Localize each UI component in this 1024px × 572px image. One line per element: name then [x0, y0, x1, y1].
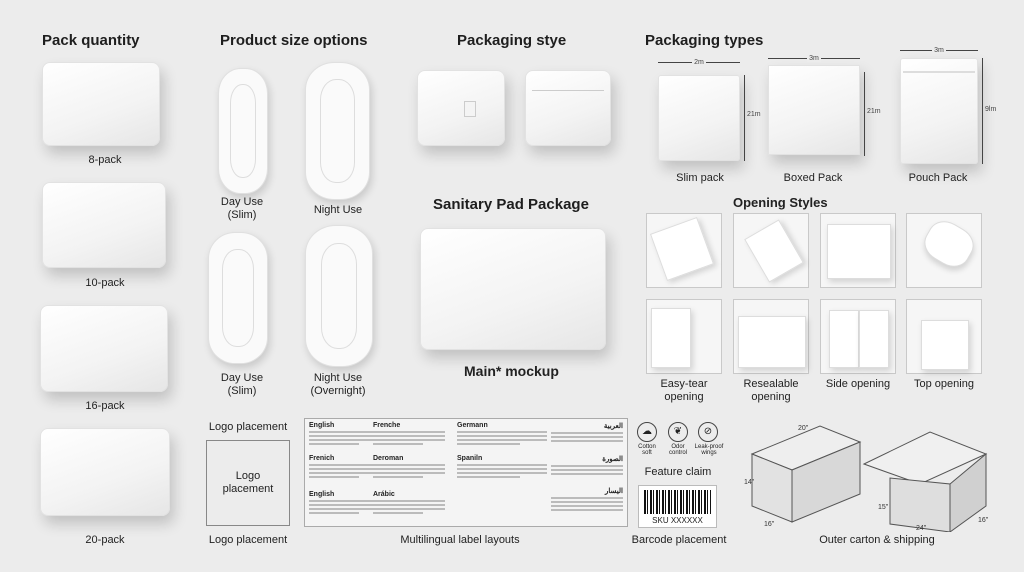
dim-label: 21m — [864, 72, 881, 156]
dim-label: 9lm — [982, 58, 996, 164]
opening-label: Side opening — [825, 378, 891, 390]
type-label: Slim pack — [676, 172, 724, 184]
dim-label: 14" — [744, 479, 755, 486]
dim-label: 16" — [978, 517, 989, 524]
pouch-pack — [900, 58, 978, 164]
type-label: Pouch Pack — [908, 172, 968, 184]
feature-label: Odor control — [668, 444, 687, 456]
logo-box-text: Logo placement — [222, 470, 274, 495]
feature-label: Cotton soft — [638, 444, 656, 456]
pad-day-slim-winged — [208, 232, 268, 364]
lang-heading: اليسار — [605, 488, 623, 495]
packaging-style-title: Packaging stye — [457, 32, 567, 49]
carton-illustrations: 20" 14" 16" 15" 24" 16" — [744, 425, 989, 532]
lang-heading: English — [309, 491, 335, 498]
logo-title: Logo placement — [208, 421, 288, 433]
logo-placement-box: Logo placement — [206, 440, 290, 526]
pack-16 — [40, 305, 168, 392]
opening-label: Easy-tear opening — [660, 378, 708, 403]
pack-10 — [42, 182, 166, 268]
feature-caption: Feature claim — [644, 466, 712, 478]
slim-pack — [658, 75, 740, 161]
pad-label: Day Use (Slim) — [220, 372, 264, 397]
opening-label: Top opening — [914, 378, 974, 390]
lang-heading: Frenche — [373, 422, 401, 429]
barcode-bars — [644, 490, 711, 514]
lang-heading: Spaniln — [457, 455, 483, 462]
dim-label: 3m — [932, 47, 946, 54]
pad-label: Night Use (Overnight) — [310, 372, 366, 397]
opening-tile — [646, 299, 722, 374]
sku-text: SKU XXXXXX — [652, 516, 703, 525]
multilingual-label: English Frenche Germann Frenich Deroman … — [304, 418, 628, 527]
pad-label: Night Use — [313, 204, 363, 216]
leak-proof-icon: ⊘ — [698, 422, 718, 442]
pack-label: 16-pack — [85, 400, 125, 412]
product-size-title: Product size options — [220, 32, 368, 49]
opening-tile — [733, 213, 809, 288]
pack-label: 10-pack — [85, 277, 125, 289]
dim-label: 16" — [764, 521, 775, 528]
lang-heading: English — [309, 422, 335, 429]
main-title: Sanitary Pad Package — [433, 196, 589, 213]
odor-control-icon: ❦ — [668, 422, 688, 442]
carton-caption: Outer carton & shipping — [819, 534, 935, 546]
lang-heading: Germann — [457, 422, 488, 429]
pack-20 — [40, 428, 170, 516]
opening-styles-title: Opening Styles — [733, 195, 828, 210]
wrapped-pack — [417, 70, 505, 146]
opening-tile — [820, 299, 896, 374]
dim-label: 2m — [692, 59, 706, 66]
opening-tile — [906, 213, 982, 288]
pad-label: Day Use (Slim) — [220, 196, 264, 221]
opening-label: Resealable opening — [743, 378, 799, 403]
pack-8 — [42, 62, 160, 146]
opening-tile — [646, 213, 722, 288]
envelope-pack — [525, 70, 611, 146]
packaging-types-title: Packaging types — [645, 32, 764, 49]
pack-label: 8-pack — [88, 154, 122, 166]
opening-tile — [733, 299, 809, 374]
boxed-pack — [768, 65, 860, 155]
dim-label: 20" — [798, 425, 809, 432]
opening-tile — [906, 299, 982, 374]
lang-heading: Frenich — [309, 455, 335, 462]
opening-tile — [820, 213, 896, 288]
lang-heading: Deroman — [373, 455, 404, 462]
main-caption: Main* mockup — [464, 363, 559, 379]
dim-label: 3m — [807, 55, 821, 62]
pad-overnight — [305, 225, 373, 367]
pack-label: 20-pack — [85, 534, 125, 546]
type-label: Boxed Pack — [783, 172, 843, 184]
multilingual-caption: Multilingual label layouts — [400, 534, 520, 546]
dim-label: 24" — [916, 525, 927, 532]
dim-label: 15" — [878, 504, 889, 511]
lang-heading: العربية — [603, 423, 623, 430]
lang-heading: الصورة — [602, 456, 623, 463]
pad-day-slim — [218, 68, 268, 194]
barcode: SKU XXXXXX — [638, 485, 717, 528]
feature-label: Leak-proof wings — [694, 444, 724, 456]
lang-heading: Arábic — [373, 491, 395, 498]
logo-caption: Logo placement — [208, 534, 288, 546]
barcode-caption: Barcode placement — [631, 534, 727, 546]
pad-night — [305, 62, 370, 200]
pack-quantity-title: Pack quantity — [42, 32, 140, 49]
main-mockup — [420, 228, 606, 350]
dim-label: 21m — [744, 75, 761, 161]
cotton-icon: ☁ — [637, 422, 657, 442]
